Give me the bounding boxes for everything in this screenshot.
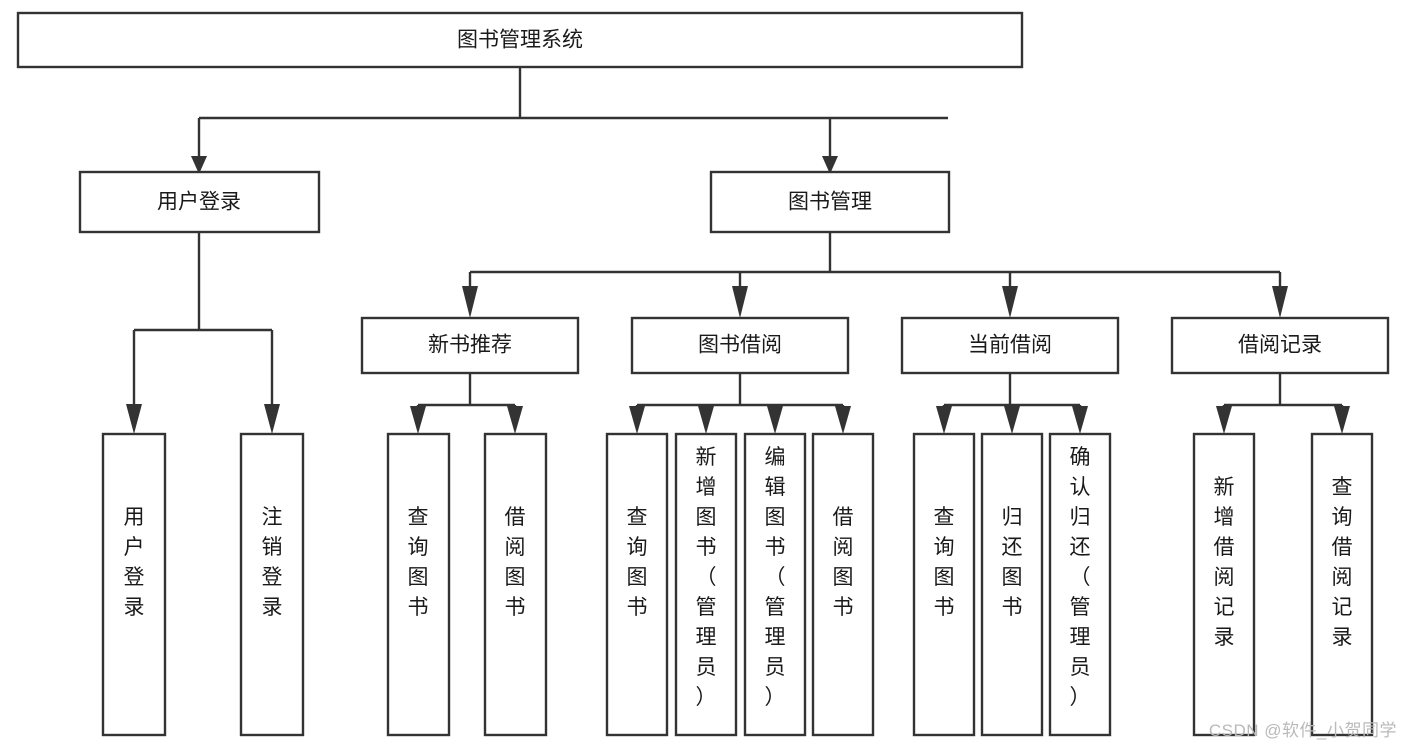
node-book-manage[interactable]: 图书管理 [709, 170, 951, 234]
node-borrow-record[interactable]: 借阅记录 [1170, 316, 1390, 375]
node-leaf-borrow-book-1[interactable]: 借阅图书 [483, 432, 548, 737]
arrowhead-leaf-user-login [126, 404, 142, 434]
arrowhead-book-manage [822, 156, 838, 174]
node-leaf-confirm-return[interactable]: 确认归还（管理员） [1048, 432, 1112, 737]
arrowhead-leaf-return-book [1004, 406, 1020, 434]
node-leaf-user-login-box[interactable] [101, 432, 167, 737]
arrowhead-leaf-query-book-1 [410, 406, 426, 434]
node-user-login-box[interactable] [78, 170, 321, 234]
node-leaf-query-book-2[interactable]: 查询图书 [605, 432, 669, 737]
node-leaf-confirm-return-label: 确认归还（管理员） [1070, 446, 1091, 709]
node-borrow-record-box[interactable] [1170, 316, 1390, 375]
watermark-label: CSDN @软件_小贺同学 [1208, 721, 1397, 740]
node-leaf-add-book-label: 新增图书（管理员） [696, 446, 717, 709]
node-leaf-add-book[interactable]: 新增图书（管理员） [674, 432, 738, 737]
connector-group-root [191, 67, 948, 174]
node-leaf-query-book-3-label: 查询图书 [934, 506, 955, 619]
connector-group-book-borrow [629, 373, 851, 434]
arrowhead-new-book-rec [462, 286, 478, 318]
node-leaf-user-login-label: 用户登录 [124, 506, 145, 619]
arrowhead-leaf-borrow-book-2 [835, 406, 851, 434]
arrowhead-book-borrow [732, 286, 748, 318]
node-current-borrow-label: 当前借阅 [968, 334, 1052, 357]
connector-group-borrow-record [1216, 373, 1350, 434]
arrowhead-leaf-add-record [1216, 406, 1232, 434]
node-user-login[interactable]: 用户登录 [78, 170, 321, 234]
node-leaf-query-book-1[interactable]: 查询图书 [386, 432, 451, 737]
arrowhead-user-login [191, 156, 207, 174]
node-borrow-record-label: 借阅记录 [1238, 334, 1322, 357]
node-root-label: 图书管理系统 [457, 29, 583, 52]
node-leaf-query-book-2-label: 查询图书 [627, 506, 648, 619]
node-leaf-query-record[interactable]: 查询借阅记录 [1310, 432, 1374, 737]
arrowhead-leaf-query-book-3 [936, 406, 952, 434]
node-book-borrow[interactable]: 图书借阅 [630, 316, 850, 375]
node-leaf-borrow-book-2-label: 借阅图书 [833, 506, 854, 619]
node-book-manage-box[interactable] [709, 170, 951, 234]
node-book-manage-label: 图书管理 [788, 191, 872, 214]
node-leaf-query-record-label: 查询借阅记录 [1332, 476, 1353, 649]
node-root-box[interactable] [16, 11, 1024, 69]
node-leaf-add-book-box[interactable] [674, 432, 738, 737]
node-leaf-user-logout-label: 注销登录 [262, 506, 283, 619]
node-leaf-query-book-1-box[interactable] [386, 432, 451, 737]
arrowhead-current-borrow [1002, 286, 1018, 318]
node-leaf-query-book-3-box[interactable] [912, 432, 976, 737]
arrowhead-leaf-borrow-book-1 [507, 406, 523, 434]
node-new-book-rec-label: 新书推荐 [428, 334, 512, 357]
node-leaf-add-record[interactable]: 新增借阅记录 [1192, 432, 1256, 737]
node-leaf-borrow-book-1-label: 借阅图书 [505, 506, 526, 619]
connector-group-book-manage [462, 232, 1288, 318]
node-book-borrow-label: 图书借阅 [698, 334, 782, 357]
node-leaf-return-book-label: 归还图书 [1002, 506, 1023, 619]
connector-group-user-login [126, 232, 280, 434]
arrowhead-borrow-record [1272, 286, 1288, 318]
node-leaf-add-record-label: 新增借阅记录 [1214, 476, 1235, 649]
connector-group-current-borrow [936, 373, 1088, 434]
connector-group-new-book-rec [410, 373, 523, 434]
node-leaf-borrow-book-2[interactable]: 借阅图书 [811, 432, 875, 737]
node-root[interactable]: 图书管理系统 [16, 11, 1024, 69]
arrowhead-leaf-edit-book [767, 406, 783, 434]
arrowhead-leaf-query-record [1334, 406, 1350, 434]
node-leaf-query-book-2-box[interactable] [605, 432, 669, 737]
arrowhead-leaf-user-logout [264, 404, 280, 434]
node-leaf-edit-book-label: 编辑图书（管理员） [765, 446, 786, 709]
node-current-borrow[interactable]: 当前借阅 [900, 316, 1120, 375]
node-leaf-borrow-book-2-box[interactable] [811, 432, 875, 737]
node-book-borrow-box[interactable] [630, 316, 850, 375]
node-leaf-query-book-1-label: 查询图书 [408, 506, 429, 619]
node-new-book-rec[interactable]: 新书推荐 [360, 316, 580, 375]
node-leaf-borrow-book-1-box[interactable] [483, 432, 548, 737]
node-leaf-return-book[interactable]: 归还图书 [980, 432, 1044, 737]
node-leaf-confirm-return-box[interactable] [1048, 432, 1112, 737]
arrowhead-leaf-add-book [698, 406, 714, 434]
node-new-book-rec-box[interactable] [360, 316, 580, 375]
node-leaf-return-book-box[interactable] [980, 432, 1044, 737]
node-leaf-edit-book[interactable]: 编辑图书（管理员） [743, 432, 807, 737]
node-leaf-user-login[interactable]: 用户登录 [101, 432, 167, 737]
node-leaf-user-logout-box[interactable] [239, 432, 305, 737]
node-current-borrow-box[interactable] [900, 316, 1120, 375]
node-user-login-label: 用户登录 [157, 191, 241, 214]
node-leaf-user-logout[interactable]: 注销登录 [239, 432, 305, 737]
node-leaf-add-record-box[interactable] [1192, 432, 1256, 737]
node-leaf-edit-book-box[interactable] [743, 432, 807, 737]
node-leaf-query-book-3[interactable]: 查询图书 [912, 432, 976, 737]
arrowhead-leaf-query-book-2 [629, 406, 645, 434]
node-leaf-query-record-box[interactable] [1310, 432, 1374, 737]
arrowhead-leaf-confirm-return [1072, 406, 1088, 434]
